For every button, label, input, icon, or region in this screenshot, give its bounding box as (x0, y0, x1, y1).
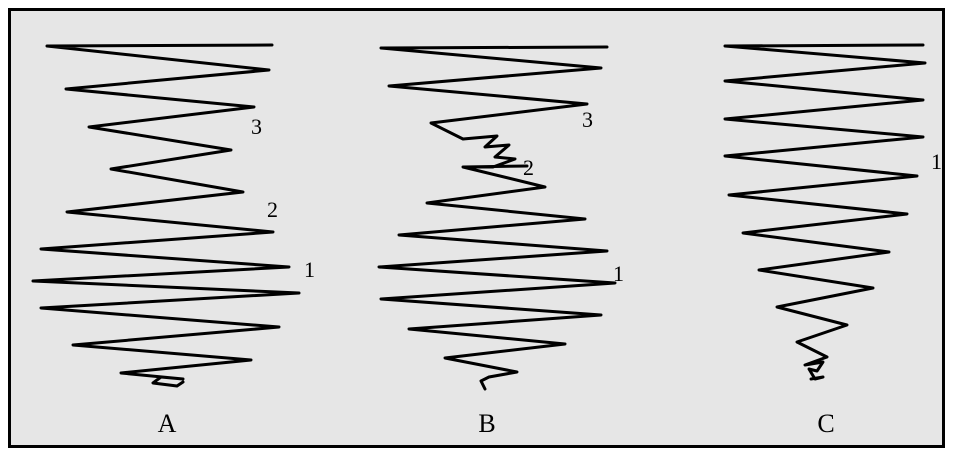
panel-a-letter: A (158, 409, 177, 438)
panel-c: 1 C (725, 45, 942, 438)
figure-canvas: 3 2 1 A 3 2 1 B 1 C (11, 11, 942, 445)
panel-a-marker-2: 2 (267, 197, 278, 222)
panel-a-marker-3: 3 (251, 114, 262, 139)
panel-c-letter: C (817, 409, 834, 438)
panel-b-marker-3: 3 (582, 107, 593, 132)
panel-c-marker-1: 1 (931, 149, 942, 174)
panel-a-marker-1: 1 (304, 257, 315, 282)
panel-b: 3 2 1 B (379, 47, 624, 438)
panel-b-marker-2: 2 (523, 155, 534, 180)
spiral-drawing-a (33, 45, 299, 386)
panel-a: 3 2 1 A (33, 45, 315, 438)
spiral-drawing-b (379, 47, 615, 389)
panel-b-letter: B (478, 409, 495, 438)
panel-b-marker-1: 1 (613, 261, 624, 286)
spiral-drawing-c (725, 45, 925, 379)
figure-frame: 3 2 1 A 3 2 1 B 1 C (8, 8, 945, 448)
